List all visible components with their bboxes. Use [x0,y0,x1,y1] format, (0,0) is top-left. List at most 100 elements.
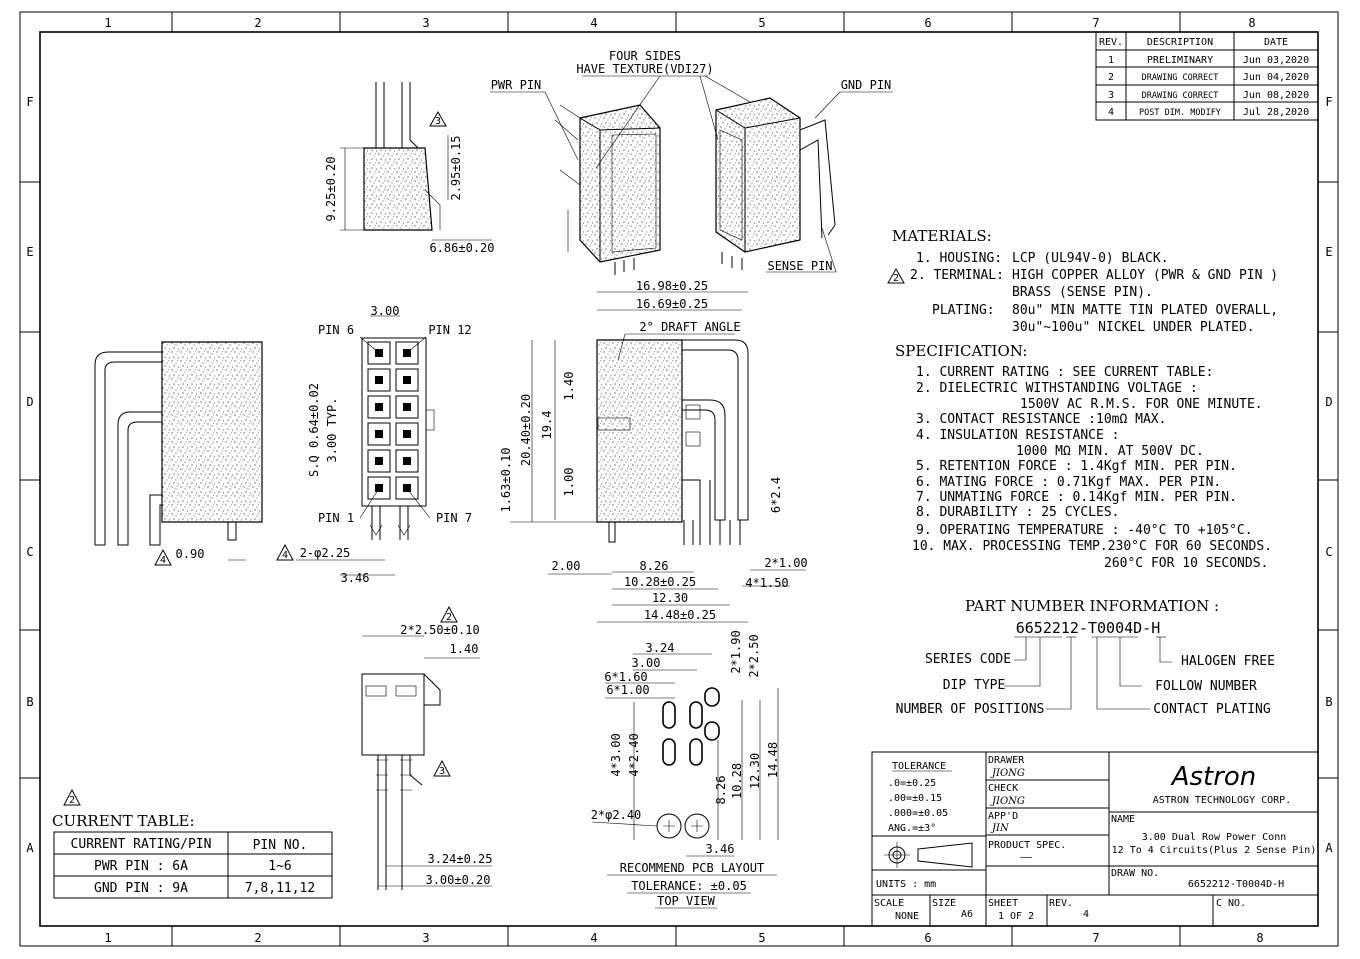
rev-mark: 2 [893,273,899,284]
callout-pwr-pin: PWR PIN [491,78,542,92]
dim-label: 9.25±0.20 [324,156,338,221]
row-label: F [1325,95,1332,109]
rev-header: DATE [1264,37,1288,48]
rev-number: 4 [1108,107,1114,118]
product-spec-label: PRODUCT SPEC. [988,840,1066,851]
col-label: 7 [1092,16,1099,30]
current-cell: 7,8,11,12 [245,881,315,896]
spec-line: 1. CURRENT RATING : SEE CURRENT TABLE: [916,365,1213,380]
rev-mark: 4 [160,555,166,566]
outer-frame [19,11,1339,947]
rev-mark: 2 [69,795,75,806]
pcb-title: RECOMMEND PCB LAYOUT [620,861,765,875]
grid-columns: 1 2 3 4 5 6 7 8 1 2 3 4 5 6 7 8 [104,12,1264,946]
dim-label: 2*1.90 [729,630,743,673]
scale-label: SCALE [874,898,904,909]
rev-date: Jun 04,2020 [1243,72,1309,83]
tolerance-title: TOLERANCE [892,761,946,772]
dim-label: 16.69±0.25 [636,297,708,311]
rev-label: REV. [1049,898,1073,909]
col-label: 3 [422,16,429,30]
spec-line: 3. CONTACT RESISTANCE :10mΩ MAX. [916,412,1166,427]
dim-label: 2-φ2.25 [300,546,351,560]
rev-description: DRAWING CORRECT [1142,91,1219,101]
dim-label: 10.28 [730,763,744,799]
tolerance-line: .000=±0.05 [888,808,948,819]
current-cell: GND PIN : 9A [94,881,188,896]
inner-frame [39,31,1319,927]
dim-label: 3.00 [632,656,661,670]
dim-label: 2.95±0.15 [449,135,463,200]
side-view-bottom: 2*2.50±0.10 1.40 2 3 3.24±0.25 3.00±0.20 [361,605,493,890]
dim-label: 14.48 [766,742,780,778]
size-value: A6 [961,909,973,920]
dim-label: 3.46 [341,571,370,585]
materials-line: 1. HOUSING: [916,251,1002,266]
materials-title: MATERIALS: [892,227,992,245]
materials-section: MATERIALS: 1. HOUSING: LCP (UL94V-0) BLA… [887,227,1278,335]
part-number-title: PART NUMBER INFORMATION : [965,597,1219,615]
pin-cavity [395,476,419,500]
callout-pin12: PIN 12 [428,323,471,337]
spec-line: 1500V AC R.M.S. FOR ONE MINUTE. [1020,397,1263,412]
row-label: E [1325,245,1332,259]
materials-line: PLATING: [932,303,995,318]
spec-line: 260°C FOR 10 SECONDS. [1104,556,1268,571]
dim-label: 2.00 [552,559,581,573]
dim-label: 14.48±0.25 [644,608,716,622]
pin-square [375,457,383,465]
row-label: E [26,245,33,259]
pin-cavity [367,395,391,419]
rev-mark: 3 [435,116,441,127]
pn-follow: FOLLOW NUMBER [1155,679,1257,694]
col-label: 6 [924,931,931,945]
dim-label: 2*2.50 [747,634,761,677]
pin-cavity [395,368,419,392]
rev-mark: 3 [439,766,445,777]
row-label: B [1325,695,1332,709]
projection-symbol-icon [884,842,973,868]
pin-square [403,457,411,465]
spec-line: 9. OPERATING TEMPERATURE : -40°C TO +105… [916,523,1253,538]
col-label: 3 [422,931,429,945]
rev-number: 3 [1108,90,1114,101]
materials-line: 2. TERMINAL: [910,268,1004,283]
dim-label: 16.98±0.25 [636,279,708,293]
pin-square [375,484,383,492]
row-label: C [26,545,33,559]
materials-line: LCP (UL94V-0) BLACK. [1012,251,1169,266]
dim-label: 8.26 [714,776,728,805]
dim-label: S.Q 0.64±0.02 [307,383,321,477]
row-label: D [1325,395,1332,409]
sheet-value: 1 OF 2 [998,911,1034,922]
c-no-label: C NO. [1216,898,1246,909]
col-label: 2 [254,931,261,945]
dim-label: 10.28±0.25 [624,575,696,589]
col-label: 5 [758,16,765,30]
current-cell: 1~6 [268,859,291,874]
revision-table: REV. DESCRIPTION DATE 1 PRELIMINARY Jun … [1095,31,1319,121]
pin-cavity [395,422,419,446]
pin-square [375,430,383,438]
tolerance-line: .00=±0.15 [888,793,942,804]
dim-label: 6*1.60 [604,670,647,684]
row-label: F [26,95,33,109]
spec-line: 10. MAX. PROCESSING TEMP.230°C FOR 60 SE… [912,539,1272,554]
pcb-view: TOP VIEW [657,894,716,908]
row-label: A [26,841,34,855]
dim-label: 6*2.4 [769,477,783,513]
row-label: B [26,695,33,709]
rev-date: Jun 03,2020 [1243,55,1309,66]
check-signature: JIONG [990,796,1025,807]
spec-line: 7. UNMATING FORCE : 0.14Kgf MIN. PER PIN… [916,490,1237,505]
dim-label: 1.40 [450,642,479,656]
pin-cavity [367,449,391,473]
name-label: NAME [1111,814,1135,825]
pin-cavity [395,449,419,473]
rev-description: DRAWING CORRECT [1142,73,1219,83]
col-label: 7 [1092,931,1099,945]
tolerance-line: .0=±0.25 [888,778,936,789]
dim-label: 1.63±0.10 [499,447,513,512]
specification-section: SPECIFICATION: 1. CURRENT RATING : SEE C… [895,342,1272,571]
